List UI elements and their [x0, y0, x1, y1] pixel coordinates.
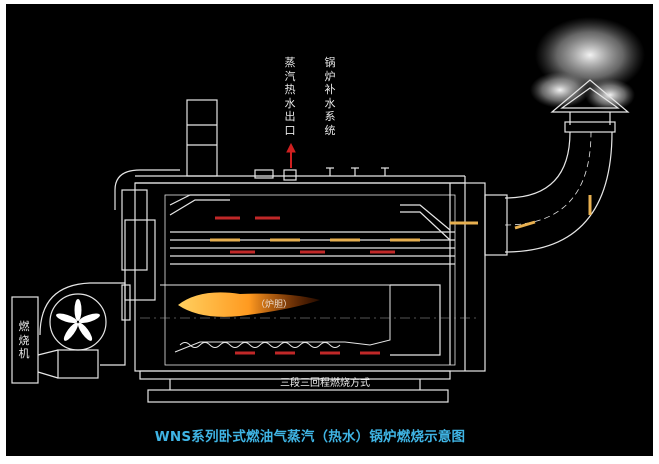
chimney-pipe [484, 131, 613, 256]
fan-icon [56, 299, 100, 341]
steam-outlet-arrow [286, 142, 296, 168]
feedwater-label: 锅炉补水系统 [324, 56, 336, 137]
burner-label: 燃烧机 [18, 320, 30, 360]
burner-assembly [11, 282, 131, 384]
boiler-shell [114, 99, 486, 403]
furnace-label: （炉胆） [256, 300, 293, 310]
corrugated-furnace [179, 342, 341, 348]
flame [178, 292, 320, 317]
gas-flow-arrows [210, 195, 592, 355]
combustion-mode-label: 三段三回程燃烧方式 [280, 378, 370, 389]
smoke-cloud [530, 17, 645, 111]
chimney-cap [550, 79, 630, 133]
steam-outlet-label: 蒸汽热水出口 [284, 56, 296, 137]
diagram-title: WNS系列卧式燃油气蒸汽（热水）锅炉燃烧示意图 [154, 429, 466, 445]
